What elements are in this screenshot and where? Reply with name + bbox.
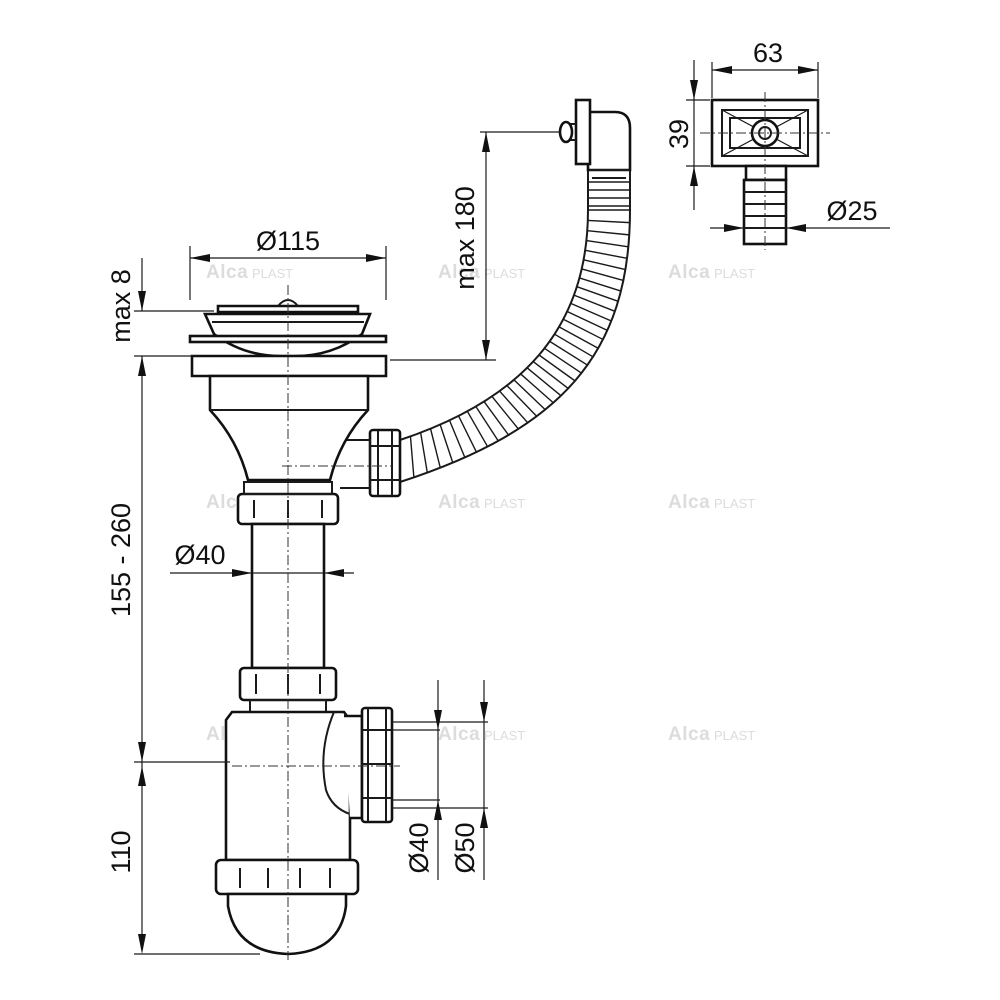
hose-rib [573, 294, 616, 312]
svg-text:PLAST: PLAST [484, 496, 525, 511]
hose-rib [586, 239, 629, 248]
hose-rib [583, 259, 626, 271]
hose-rib [483, 401, 510, 436]
hose-rib [554, 333, 594, 358]
svg-text:Alca: Alca [206, 262, 248, 283]
watermark: Alca PLAST [438, 492, 525, 513]
hose-rib [581, 268, 624, 282]
watermark: Alca PLAST [206, 262, 293, 283]
watermark: Alca PLAST [438, 262, 525, 283]
hose-rib [491, 395, 519, 430]
svg-text:PLAST: PLAST [714, 496, 755, 511]
svg-text:Alca: Alca [438, 724, 480, 745]
hose-rib [457, 415, 478, 453]
bottle-trap [214, 706, 394, 956]
hose-rib [439, 424, 454, 463]
svg-text:PLAST: PLAST [714, 266, 755, 281]
hose-rib [587, 229, 630, 236]
dimension-labels: Ø115 max 8 max 180 63 39 Ø25 Ø40 155 - 2… [106, 38, 878, 874]
hose-rib [544, 347, 582, 374]
hose-rib [558, 326, 599, 349]
hose-rib [532, 360, 569, 389]
svg-text:Alca: Alca [438, 262, 480, 283]
label-outlet-50: Ø50 [450, 822, 480, 873]
label-overflow-height-small: 39 [664, 119, 694, 149]
label-overflow-width: 63 [753, 38, 783, 68]
hose-rib [475, 406, 499, 442]
hose-rib [448, 420, 466, 458]
overflow-head [558, 98, 632, 179]
hose-rib [566, 310, 608, 331]
label-adjustable-height: 155 - 260 [106, 503, 136, 617]
label-overflow-outlet: Ø25 [826, 196, 877, 226]
hose-rib [549, 340, 588, 366]
watermark: Alca PLAST [668, 492, 755, 513]
watermark: Alca PLAST [438, 724, 525, 745]
hose-rib [585, 249, 628, 260]
hose-rib [570, 302, 612, 322]
center-lines [232, 92, 830, 960]
hose-rib [506, 385, 538, 417]
svg-text:PLAST: PLAST [484, 266, 525, 281]
svg-text:PLAST: PLAST [484, 728, 525, 743]
hose-ribs [399, 181, 630, 482]
hose-rib [466, 410, 489, 447]
svg-text:PLAST: PLAST [252, 266, 293, 281]
label-max-flange: max 8 [106, 269, 136, 343]
hose-rib [429, 428, 441, 468]
hose-rib [579, 277, 622, 292]
hose-rib [520, 373, 554, 404]
hose-rib [576, 286, 619, 302]
hose-rib [409, 436, 415, 478]
watermark: Alca PLAST [668, 262, 755, 283]
hose-rib [419, 432, 428, 473]
svg-text:Alca: Alca [668, 724, 710, 745]
hose-rib [538, 354, 576, 382]
svg-text:Alca: Alca [668, 492, 710, 513]
dimension-lines [134, 60, 890, 955]
hose-rib [499, 390, 529, 424]
hose-rib [562, 318, 604, 341]
overflow-hose [399, 165, 631, 483]
hose-rib [513, 379, 546, 411]
svg-text:PLAST: PLAST [714, 728, 755, 743]
label-pipe-diameter: Ø40 [174, 540, 225, 570]
label-strainer-diameter: Ø115 [256, 226, 320, 256]
label-trap-height: 110 [106, 830, 136, 873]
svg-text:Alca: Alca [438, 492, 480, 513]
svg-text:Alca: Alca [668, 262, 710, 283]
label-overflow-height: max 180 [450, 186, 480, 290]
label-outlet-40: Ø40 [404, 822, 434, 873]
overflow-connector [340, 428, 402, 498]
watermark: Alca PLAST [668, 724, 755, 745]
hose-rib [526, 367, 562, 397]
hose-rib [587, 219, 630, 224]
